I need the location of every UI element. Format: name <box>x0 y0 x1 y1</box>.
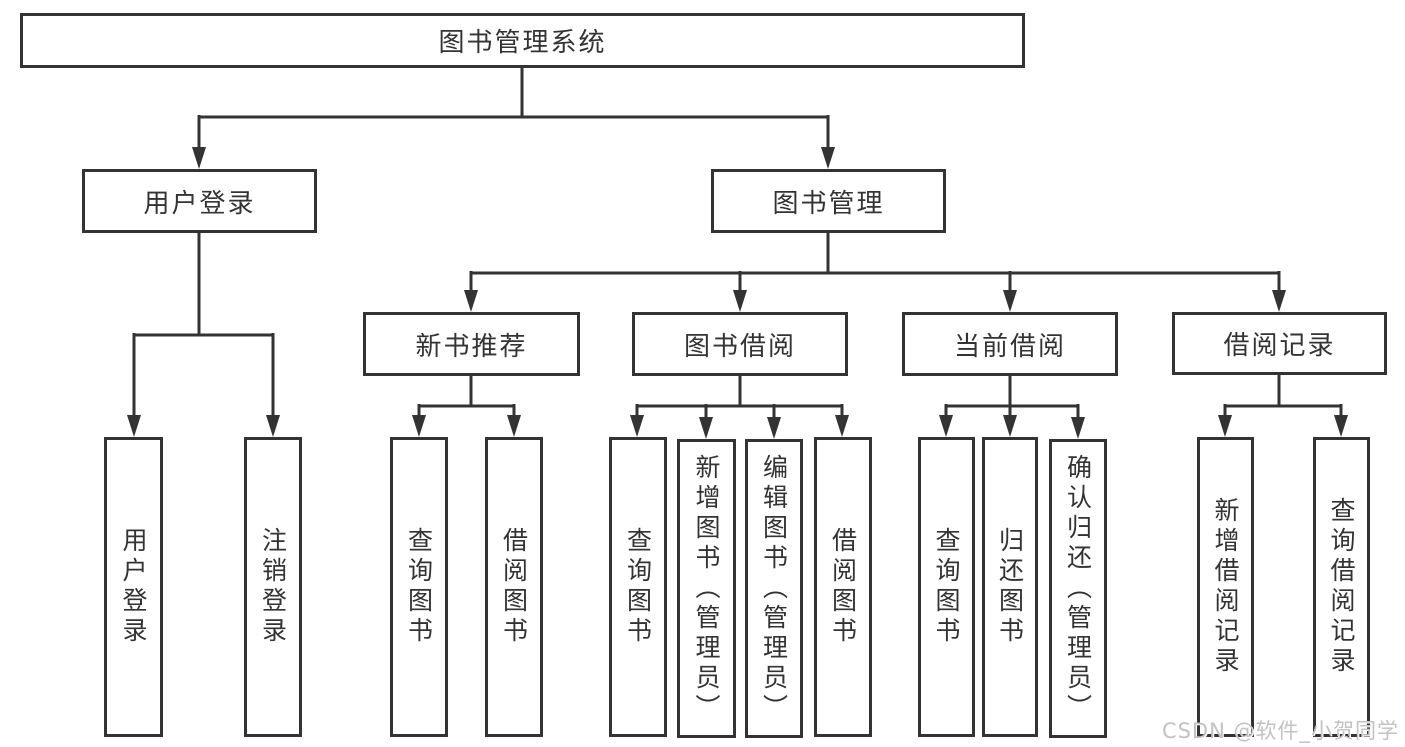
arrowhead <box>192 147 206 169</box>
leaf-borrow-books-borrow: 借阅图书 <box>814 437 872 737</box>
node-book-management: 图书管理 <box>711 169 946 233</box>
leaf-edit-books-admin-label: 编辑图书（管理员） <box>759 453 789 724</box>
leaf-query-books-current-label: 查询图书 <box>932 527 961 647</box>
arrowhead <box>733 290 747 312</box>
arrowhead <box>939 415 953 437</box>
leaf-return-books: 归还图书 <box>982 437 1038 737</box>
leaf-add-borrow-record-label: 新增借阅记录 <box>1211 497 1240 677</box>
leaf-logout-label: 注销登录 <box>258 527 288 647</box>
leaf-query-books-borrow: 查询图书 <box>609 437 667 737</box>
arrowhead <box>464 290 478 312</box>
leaf-query-books-current: 查询图书 <box>918 437 975 737</box>
leaf-return-books-label: 归还图书 <box>995 527 1025 647</box>
arrowhead <box>1334 415 1348 437</box>
arrowhead <box>821 147 835 169</box>
node-library-system: 图书管理系统 <box>20 13 1025 68</box>
arrowhead <box>412 415 426 437</box>
leaf-borrow-books-recommend: 借阅图书 <box>485 437 543 737</box>
arrowhead <box>1003 290 1017 312</box>
leaf-query-books-recommend-label: 查询图书 <box>404 527 434 647</box>
watermark: CSDN @软件_小贺同学 <box>1161 719 1399 743</box>
arrowhead <box>699 417 713 439</box>
leaf-query-books-borrow-label: 查询图书 <box>623 527 653 647</box>
leaf-confirm-return-admin-label: 确认归还（管理员） <box>1063 453 1093 724</box>
node-borrow-records: 借阅记录 <box>1172 312 1387 375</box>
arrowhead <box>266 415 280 437</box>
leaf-user-login: 用户登录 <box>104 437 163 737</box>
leaf-query-borrow-record-label: 查询借阅记录 <box>1327 497 1356 677</box>
leaf-add-books-admin-label: 新增图书（管理员） <box>692 453 721 724</box>
leaf-user-login-label: 用户登录 <box>119 527 148 647</box>
arrowhead <box>630 415 644 437</box>
leaf-borrow-books-recommend-label: 借阅图书 <box>499 527 529 647</box>
leaf-confirm-return-admin: 确认归还（管理员） <box>1049 439 1107 738</box>
arrowhead <box>1003 415 1017 437</box>
arrowhead <box>1071 417 1085 439</box>
leaf-add-borrow-record: 新增借阅记录 <box>1197 437 1254 737</box>
arrowhead <box>835 415 849 437</box>
arrowhead <box>1218 415 1232 437</box>
leaf-logout: 注销登录 <box>244 437 302 737</box>
leaf-add-books-admin: 新增图书（管理员） <box>677 439 736 738</box>
leaf-query-borrow-record: 查询借阅记录 <box>1313 437 1370 737</box>
node-book-borrow: 图书借阅 <box>632 312 848 376</box>
node-current-borrow: 当前借阅 <box>902 312 1118 376</box>
node-new-book-recommend: 新书推荐 <box>363 312 580 376</box>
arrowhead <box>127 415 141 437</box>
arrowhead <box>1272 290 1286 312</box>
node-user-login: 用户登录 <box>82 169 317 233</box>
arrowhead <box>507 415 521 437</box>
leaf-borrow-books-borrow-label: 借阅图书 <box>828 527 858 647</box>
leaf-edit-books-admin: 编辑图书（管理员） <box>745 439 803 738</box>
arrowhead <box>767 417 781 439</box>
leaf-query-books-recommend: 查询图书 <box>390 437 448 737</box>
